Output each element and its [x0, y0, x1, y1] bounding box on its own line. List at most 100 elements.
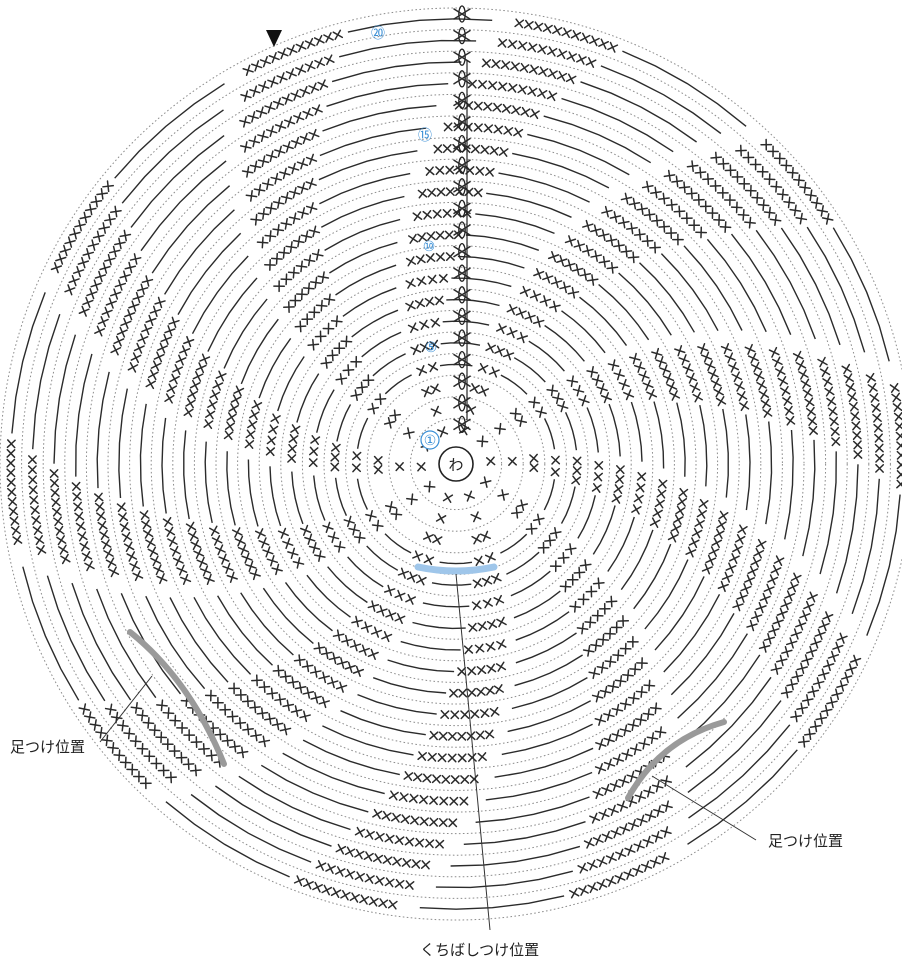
sc-stitch [482, 599, 494, 607]
sc-stitch [417, 189, 428, 198]
sc-stitch [867, 372, 875, 384]
sc-stitch [599, 689, 612, 694]
chain-arc [335, 264, 397, 296]
sc-stitch [558, 70, 566, 82]
chain-arc [140, 160, 227, 252]
sc-stitch [291, 676, 295, 689]
sc-stitch [395, 508, 398, 521]
sc-stitch [807, 406, 815, 417]
slip-chain [458, 156, 466, 174]
sc-stitch [627, 696, 640, 700]
sc-stitch [388, 609, 394, 621]
chain-arc [339, 39, 477, 58]
chain-arc [543, 418, 556, 450]
slip-chain [458, 70, 466, 88]
sc-stitch [847, 382, 855, 393]
sc-stitch [244, 552, 250, 564]
sc-stitch [654, 186, 658, 199]
sc-stitch [308, 85, 320, 91]
sc-stitch [567, 259, 572, 271]
sc-stitch [265, 206, 277, 210]
sc-stitch [612, 757, 625, 762]
sc-stitch [429, 730, 438, 741]
sc-stitch [661, 804, 673, 809]
sc-stitch [327, 863, 334, 874]
sc-stitch [625, 389, 632, 401]
sc-stitch [261, 537, 267, 549]
chain-arc [351, 309, 399, 338]
sc-stitch [309, 447, 319, 456]
sc-stitch [522, 285, 529, 297]
sc-stitch [86, 560, 93, 572]
sc-stitch [609, 783, 622, 788]
sc-stitch [763, 636, 776, 641]
sc-stitch [643, 789, 655, 794]
sc-stitch [409, 793, 418, 804]
sc-stitch [593, 224, 598, 237]
sc-stitch [786, 415, 795, 426]
sc-stitch [366, 873, 374, 884]
sc-stitch [471, 383, 479, 394]
chain-arc [384, 533, 412, 554]
sc-stitch [352, 451, 362, 461]
sc-stitch [272, 228, 285, 232]
sc-stitch [339, 681, 344, 693]
beak-attach-label: くちばしつけ位置 [420, 941, 539, 959]
chain-arc [561, 310, 606, 354]
sc-stitch [896, 482, 902, 489]
sc-stitch [448, 731, 457, 741]
chain-arc [592, 505, 616, 555]
sc-stitch [476, 666, 487, 674]
sc-stitch [717, 395, 725, 407]
chain-arc [677, 633, 748, 719]
sc-stitch [827, 654, 840, 659]
sc-stitch [374, 853, 382, 864]
sc-stitch [302, 110, 314, 117]
sc-stitch [803, 603, 815, 610]
sc-stitch [430, 385, 441, 393]
sc-stitch [383, 420, 396, 425]
sc-stitch [595, 742, 607, 747]
sc-stitch [690, 187, 693, 200]
sc-stitch [374, 626, 380, 638]
sc-stitch [94, 492, 103, 503]
sc-stitch [427, 275, 438, 284]
svg-text:⑩: ⑩ [423, 239, 436, 255]
sc-stitch [159, 573, 165, 585]
sc-stitch [105, 734, 109, 747]
sc-stitch [520, 331, 525, 344]
sc-stitch [285, 245, 298, 249]
slip-chain [458, 350, 466, 369]
sc-stitch [427, 188, 437, 197]
sc-stitch [172, 366, 184, 373]
sc-stitch [896, 463, 902, 470]
sc-stitch [110, 566, 117, 578]
sc-stitch [496, 640, 507, 648]
sc-stitch [83, 550, 91, 562]
row-marker-15: ⑮ [418, 128, 432, 144]
sc-stitch [323, 56, 335, 63]
chain-arc [544, 324, 585, 362]
sc-stitch [715, 151, 718, 164]
sc-stitch [310, 436, 321, 444]
row-marker-5: ⑤ [425, 340, 438, 356]
sc-stitch [747, 343, 753, 355]
sc-stitch [849, 657, 862, 663]
sc-stitch [37, 544, 45, 556]
sc-stitch [774, 214, 777, 226]
sc-stitch [707, 360, 713, 372]
sc-stitch [275, 718, 280, 731]
sc-stitch [468, 79, 477, 89]
sc-stitch [373, 808, 381, 820]
sc-stitch [438, 274, 449, 283]
sc-stitch [412, 212, 423, 221]
sc-stitch [213, 534, 221, 546]
sc-stitch [119, 274, 131, 279]
chain-arc [506, 551, 540, 575]
sc-stitch [603, 761, 616, 767]
sc-stitch [469, 774, 479, 784]
chain-arc [630, 401, 643, 462]
sc-stitch [379, 898, 387, 909]
sc-stitch [107, 557, 115, 568]
sc-stitch [286, 47, 298, 53]
